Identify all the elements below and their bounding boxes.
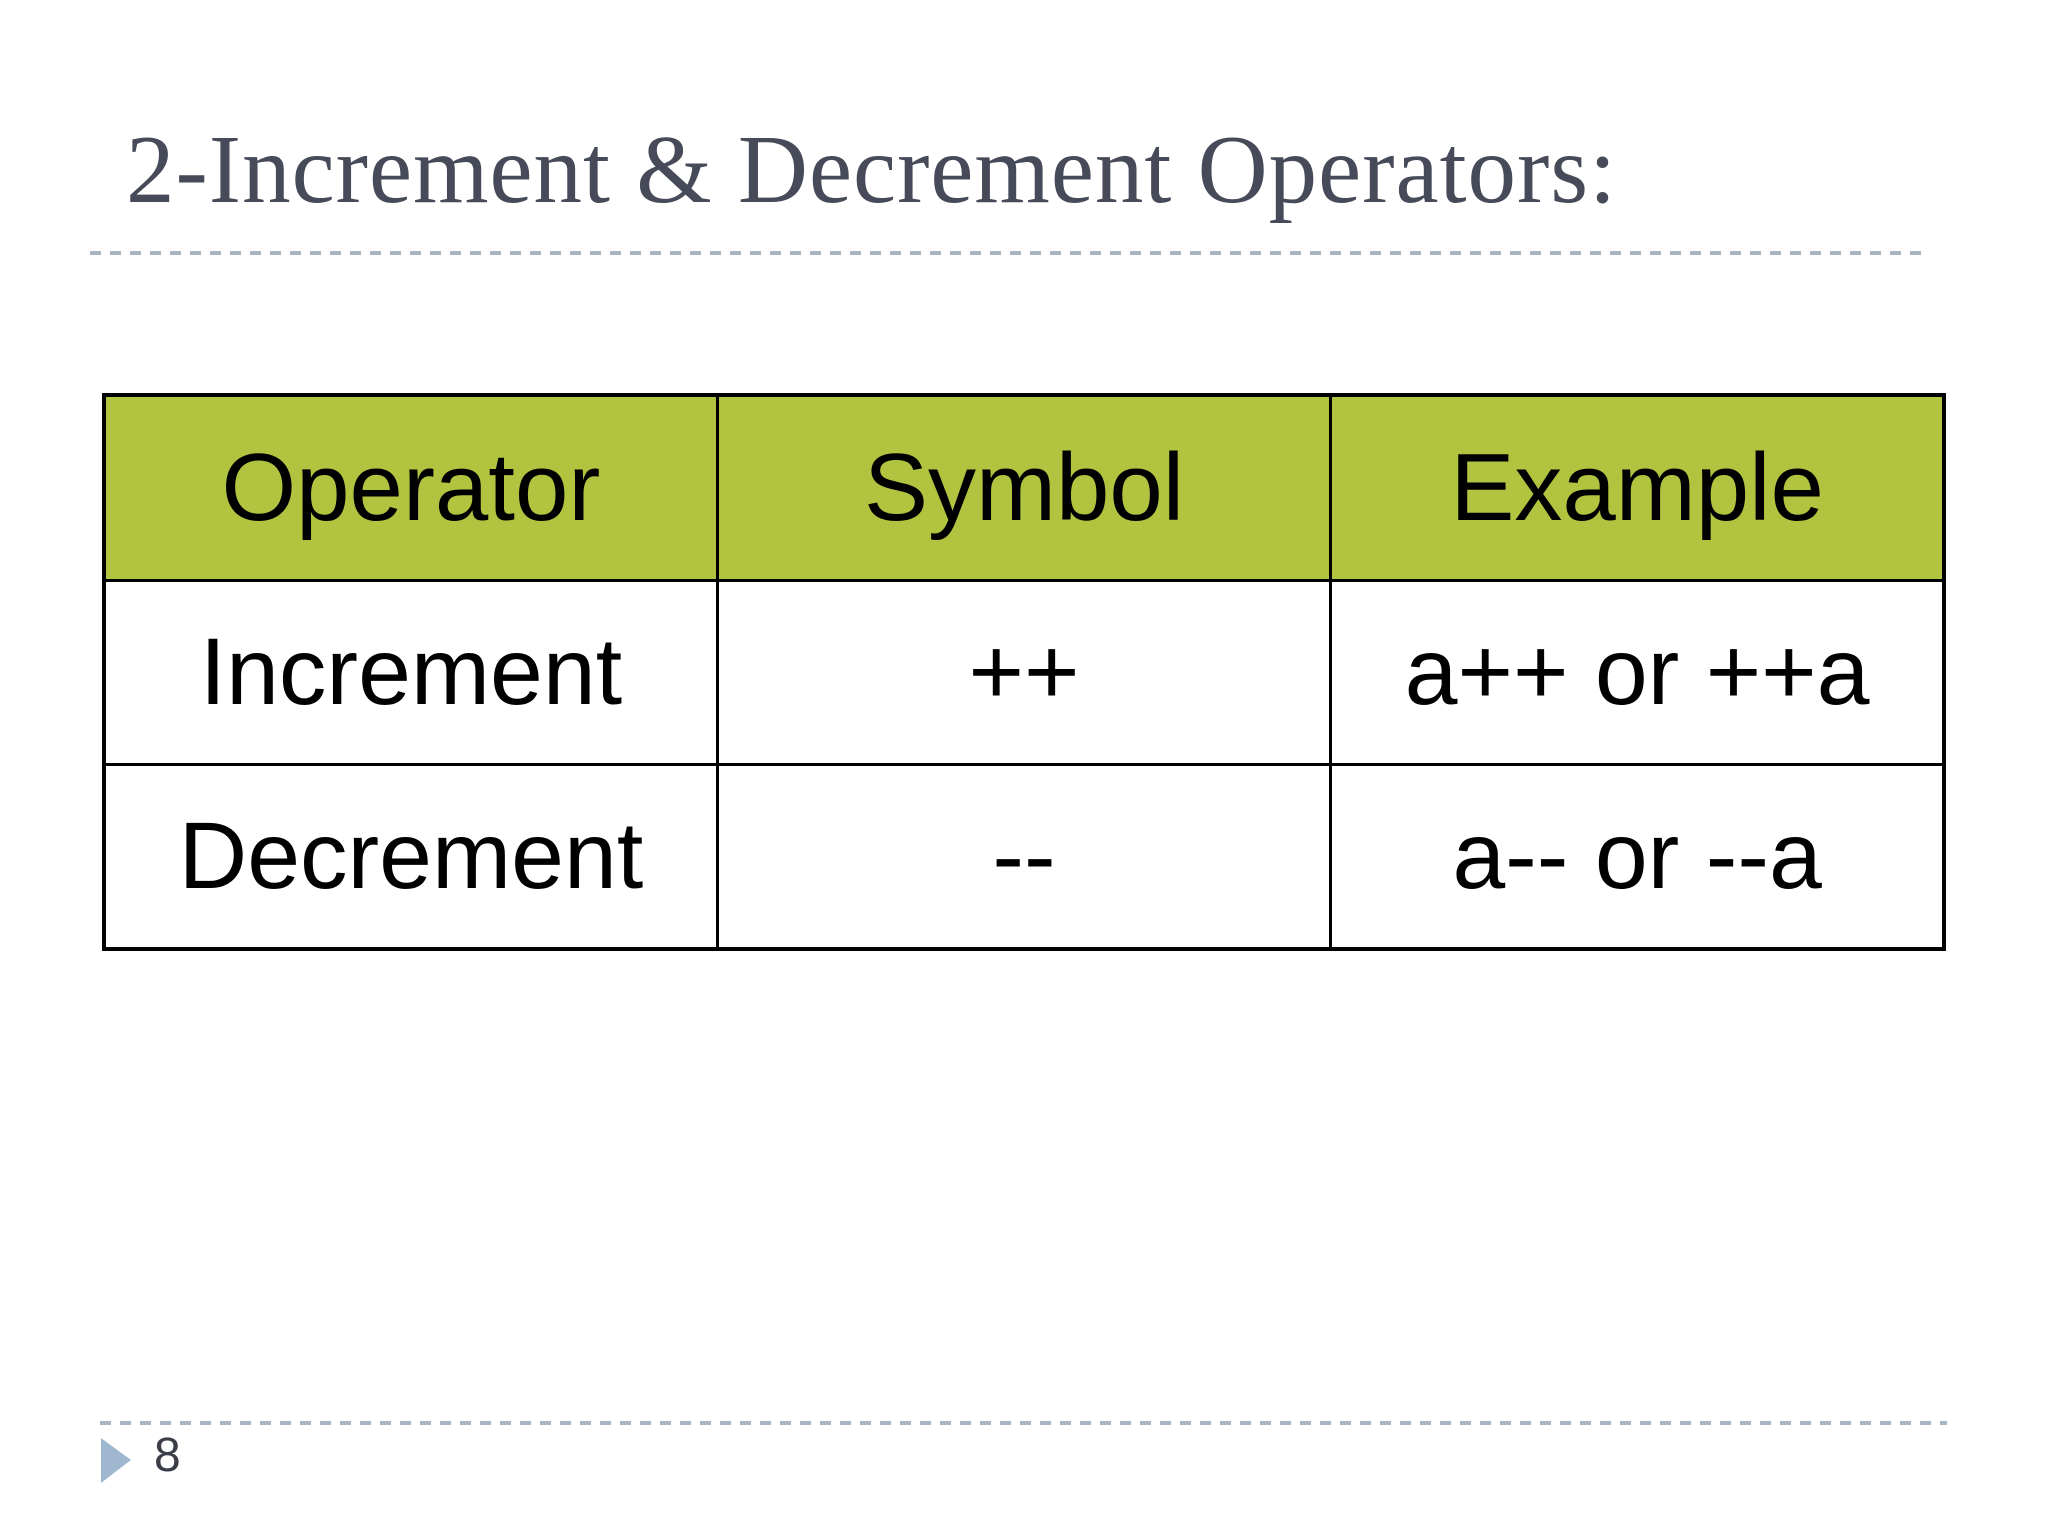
page-number: 8 xyxy=(154,1429,181,1482)
operators-table: Operator Symbol Example Increment ++ a++… xyxy=(102,393,1946,951)
table-row-decrement: Decrement -- a-- or --a xyxy=(102,763,1946,951)
cell-increment-symbol: ++ xyxy=(715,579,1333,766)
cell-decrement-symbol: -- xyxy=(715,763,1333,951)
cell-increment-operator: Increment xyxy=(102,579,719,766)
slide-title: 2-Increment & Decrement Operators: xyxy=(126,116,1618,223)
triangle-marker-icon xyxy=(101,1438,131,1483)
table-row-increment: Increment ++ a++ or ++a xyxy=(102,579,1946,766)
footer-divider-dashed-line xyxy=(100,1421,1947,1425)
column-header-operator: Operator xyxy=(102,393,719,582)
table-header-row: Operator Symbol Example xyxy=(102,393,1946,582)
column-header-example: Example xyxy=(1329,393,1946,582)
cell-decrement-operator: Decrement xyxy=(102,763,719,951)
cell-increment-example: a++ or ++a xyxy=(1329,579,1946,766)
cell-decrement-example: a-- or --a xyxy=(1329,763,1946,951)
title-divider-dashed-line xyxy=(90,251,1927,255)
column-header-symbol: Symbol xyxy=(715,393,1333,582)
